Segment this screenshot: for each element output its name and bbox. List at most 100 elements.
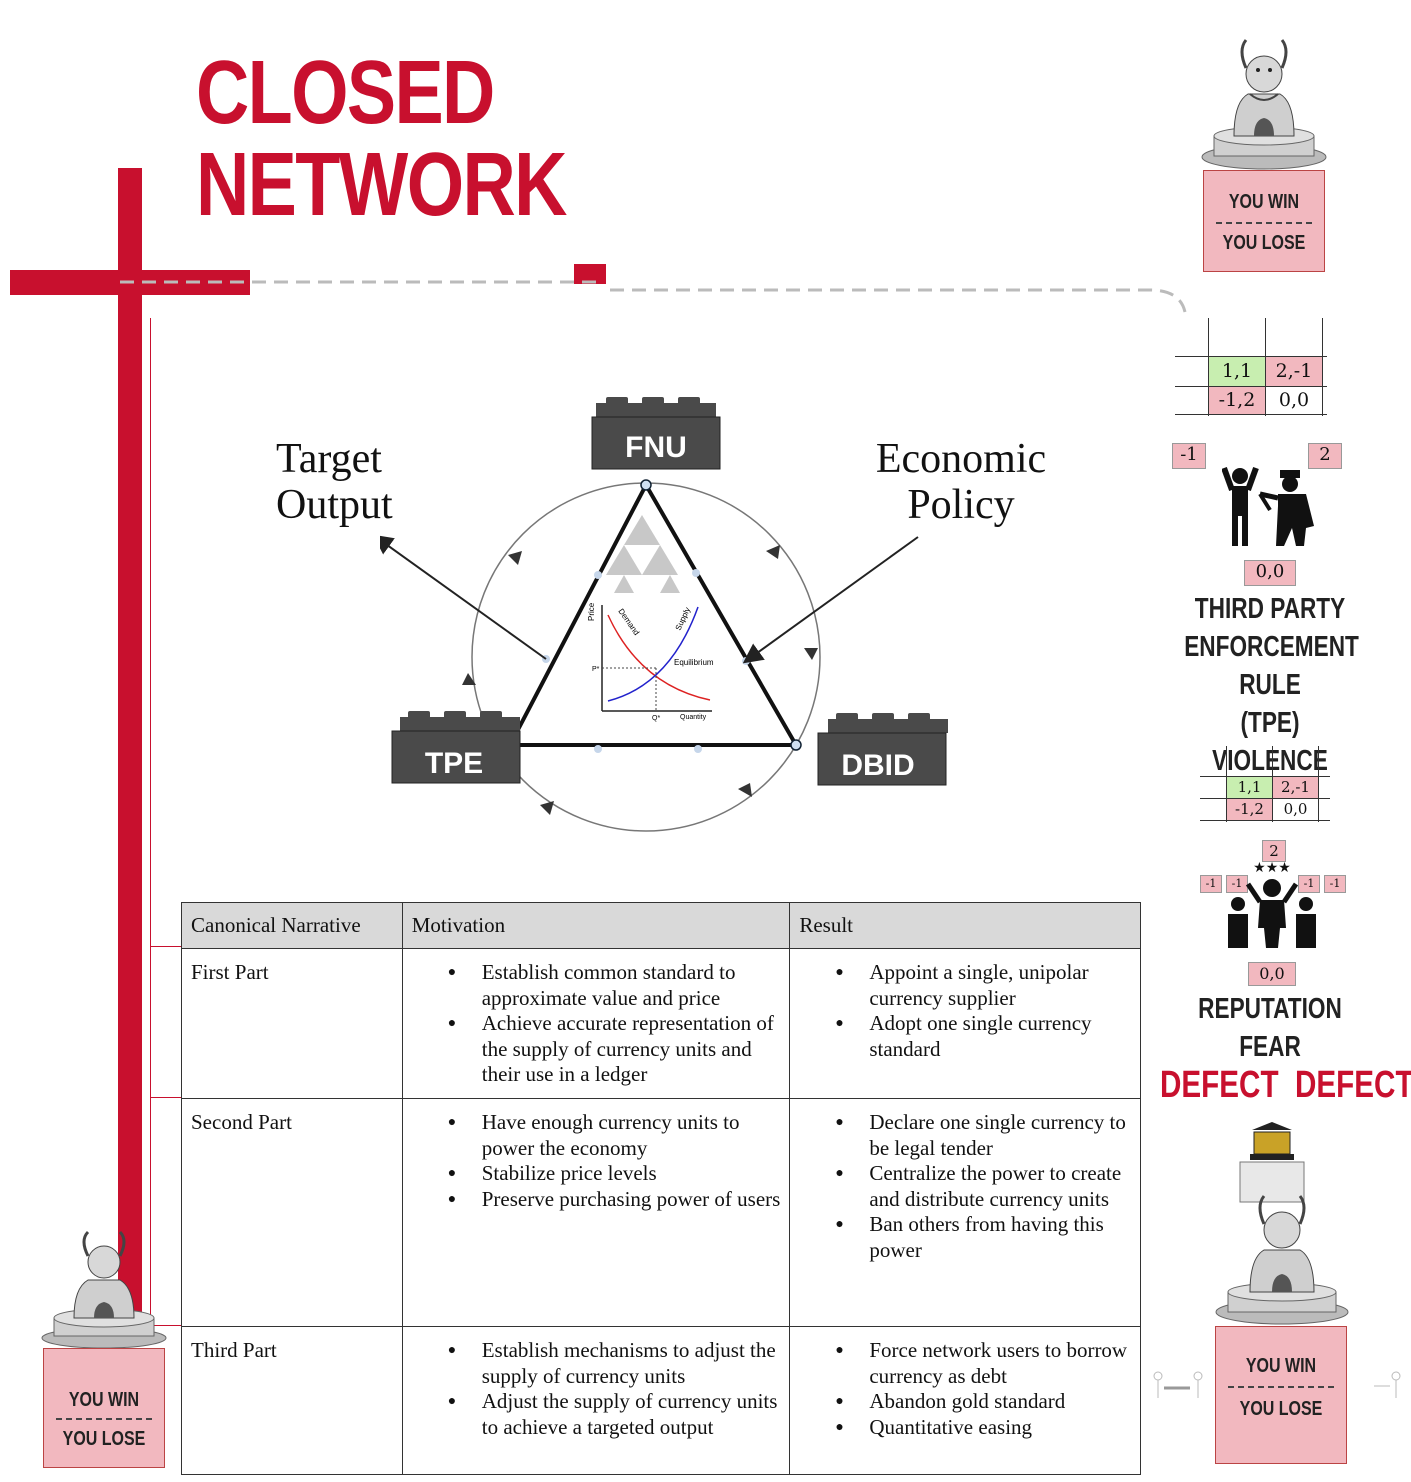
matrix-cell: -1,2 [1209,387,1265,414]
stick-figure-icon [1153,1371,1203,1398]
payoff-badge: 2 [1308,443,1342,469]
payoff-matrix: 1,1 2,-1 -1,2 0,0 [1200,746,1330,822]
row-motivation: Have enough currency units to power the … [401,1098,791,1327]
table-row: First Part Establish common standard to … [181,948,1141,1099]
tpe-rule-caption: THIRD PARTY ENFORCEMENT RULE (TPE) VIOLE… [1160,590,1380,780]
matrix-cell: 0,0 [1278,389,1310,411]
list-item: Preserve purchasing power of users [448,1187,781,1213]
title-line-1: CLOSED [196,43,495,143]
brick-dbid: DBID [817,713,948,786]
you-win-label: YOU WIN [68,1389,140,1411]
you-lose-label: YOU LOSE [62,1428,146,1450]
list-item: Quantitative easing [835,1415,1131,1441]
row-motivation: Establish common standard to approximate… [401,948,791,1099]
red-vertical-bar [118,168,142,1328]
payoff-badge: -1 [1172,443,1206,469]
minotaur-statue-icon [1201,39,1327,170]
table-row: Second Part Have enough currency units t… [181,1098,1141,1327]
you-win-label: YOU WIN [1228,191,1300,213]
pedestal-sign: YOU WIN YOU LOSE [1203,170,1325,272]
matrix-cell: 2,-1 [1273,777,1318,798]
row-part: Third Part [181,1326,403,1475]
row-motivation: Establish mechanisms to adjust the suppl… [401,1326,791,1475]
red-tick [150,946,182,947]
caption-line: REPUTATION [1198,993,1342,1025]
payoff-badge: 2 [1262,840,1286,862]
you-lose-label: YOU LOSE [1239,1398,1323,1420]
title-line-2: NETWORK [196,135,567,235]
matrix-cell: -1,2 [1227,799,1272,820]
minotaur-statue-icon [41,1230,167,1348]
arrow-economic-policy [742,536,919,664]
defect-label-right: DEFECT [1295,1064,1411,1106]
red-thin-line [150,318,151,1328]
defect-label-left: DEFECT [1160,1064,1279,1106]
caption-line: ENFORCEMENT RULE [1184,631,1359,701]
list-item: Abandon gold standard [835,1389,1131,1415]
matrix-cell: 2,-1 [1266,357,1322,386]
list-item: Force network users to borrow currency a… [835,1338,1131,1389]
payoff-badge: -1 [1200,875,1222,893]
payoff-badge: -1 [1324,875,1346,893]
red-tick [150,1325,182,1326]
inset-equilibrium-label: Equilibrium [674,658,714,667]
caption-line: VIOLENCE [1212,745,1328,777]
red-marker [574,264,606,284]
matrix-cell: 1,1 [1227,777,1272,798]
red-tick [150,1097,182,1098]
list-item: Adopt one single currency standard [835,1011,1131,1062]
svg-text:★★★: ★★★ [1253,860,1291,876]
row-result: Declare one single currency to be legal … [789,1098,1141,1327]
reputation-caption: REPUTATION FEAR [1160,990,1380,1066]
row-result: Force network users to borrow currency a… [789,1326,1141,1475]
inset-xlabel: Quantity [680,714,707,721]
payoff-badge: 0,0 [1248,962,1296,986]
label-target-output: Target Output [276,436,393,528]
row-result: Appoint a single, unipolar currency supp… [789,948,1141,1099]
pedestal-sign: YOU WIN YOU LOSE [1215,1326,1347,1464]
canonical-narrative-table: Canonical Narrative Motivation Result Fi… [181,902,1141,1475]
matrix-cell: 1,1 [1209,357,1265,386]
table-header-row: Canonical Narrative Motivation Result [181,902,1141,949]
inset-pstar: P* [592,666,600,673]
list-item: Centralize the power to create and distr… [835,1161,1131,1212]
triangle-diagram: Price Quantity Demand Supply Equilibrium… [380,397,948,832]
dashed-connector [120,280,1187,313]
pedestal-sign: YOU WIN YOU LOSE [43,1348,165,1468]
row-part: Second Part [181,1098,403,1327]
list-item: Stabilize price levels [448,1161,781,1187]
police-violence-icon [1222,466,1314,546]
inset-ylabel: Price [587,602,596,621]
divider [56,1418,152,1420]
caption-line: (TPE) [1240,707,1300,739]
list-item: Have enough currency units to power the … [448,1110,781,1161]
crowd-reputation-icon: ★★★ [1228,860,1316,948]
node-dbid-label: DBID [841,749,914,782]
you-win-label: YOU WIN [1245,1355,1317,1377]
arrow-target-output [380,534,547,660]
node-fnu-label: FNU [625,431,687,464]
header-canonical-narrative: Canonical Narrative [181,902,403,949]
caption-line: THIRD PARTY [1194,593,1346,625]
list-item: Ban others from having this power [835,1212,1131,1263]
divider [1216,222,1312,224]
list-item: Declare one single currency to be legal … [835,1110,1131,1161]
table-row: Third Part Establish mechanisms to adjus… [181,1326,1141,1475]
node-tpe-label: TPE [425,747,483,780]
payoff-badge: -1 [1226,875,1248,893]
list-item: Establish mechanisms to adjust the suppl… [448,1338,781,1389]
label-economic-policy: Economic Policy [875,436,1047,528]
list-item: Adjust the supply of currency units to a… [448,1389,781,1440]
header-motivation: Motivation [401,902,791,949]
caption-line: FEAR [1239,1031,1301,1063]
list-item: Achieve accurate representation of the s… [448,1011,781,1088]
payoff-badge: 0,0 [1244,560,1296,586]
list-item: Establish common standard to approximate… [448,960,781,1011]
row-part: First Part [181,948,403,1099]
payoff-matrix: 1,1 2,-1 -1,2 0,0 [1175,318,1327,416]
minotaur-statue-icon [1215,1122,1349,1325]
list-item: Appoint a single, unipolar currency supp… [835,960,1131,1011]
brick-fnu: FNU [591,397,721,470]
matrix-cell: 0,0 [1283,800,1308,818]
divider [1228,1386,1334,1388]
